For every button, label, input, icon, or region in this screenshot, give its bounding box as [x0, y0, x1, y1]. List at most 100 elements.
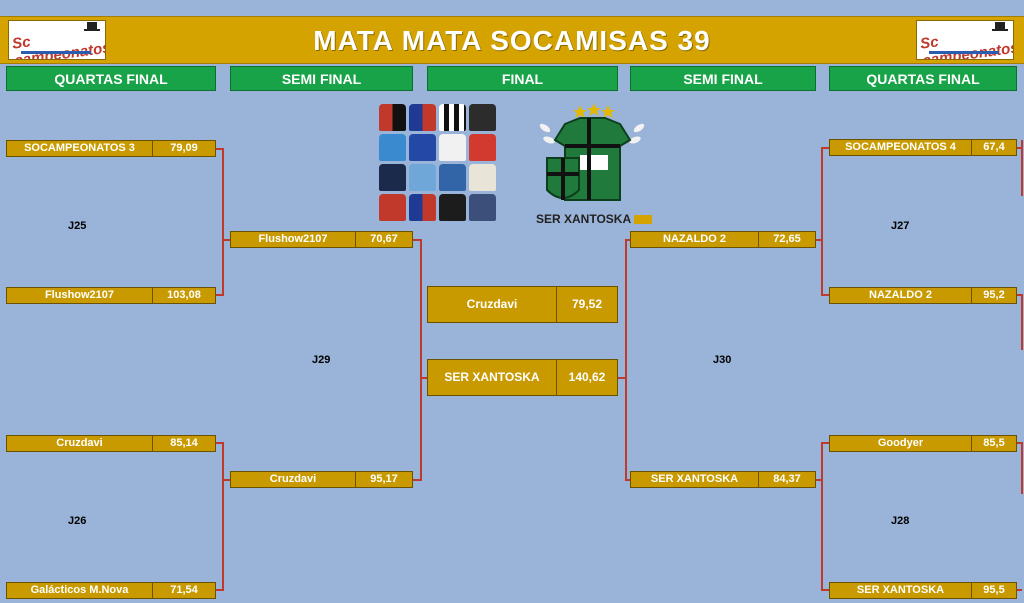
connector-line: [216, 442, 223, 444]
star-icon: [573, 103, 615, 118]
connector-line: [821, 147, 823, 296]
hat-brim: [84, 29, 100, 31]
connector-line: [1021, 294, 1023, 350]
connector-line: [216, 294, 223, 296]
jersey-stripe: [587, 118, 591, 200]
team-name: Flushow2107: [258, 233, 328, 245]
hat-icon: [87, 22, 97, 30]
match-box-rs-2: SER XANTOSKA 84,37: [630, 471, 816, 488]
logo-text: Sc campeonatos: [919, 33, 1014, 60]
match-box-rq-2: NAZALDO 2 95,2: [829, 287, 1017, 304]
title-bar: Sc campeonatos MATA MATA SOCAMISAS 39 Sc…: [0, 16, 1024, 64]
sponsor-label: [580, 155, 608, 170]
match-box-lq-2: Flushow2107 103,08: [6, 287, 216, 304]
jersey-icon: [379, 194, 406, 221]
team-name: SOCAMPEONATOS 4: [845, 141, 956, 153]
connector-line: [625, 479, 630, 481]
connector-line: [413, 479, 421, 481]
team-name: SOCAMPEONATOS 3: [24, 142, 135, 154]
laurel-icon: [539, 123, 645, 144]
connector-line: [1017, 147, 1022, 149]
team-score: 95,17: [355, 472, 412, 487]
jersey-icon: [409, 104, 436, 131]
hat-brim: [992, 29, 1008, 31]
jersey-icon: [469, 194, 496, 221]
connector-line: [625, 239, 627, 481]
team-name: Galácticos M.Nova: [30, 584, 129, 596]
team-name: SER XANTOSKA: [444, 370, 540, 384]
team-score: 70,67: [355, 232, 412, 247]
team-score: 67,4: [971, 140, 1016, 155]
match-box-lq-4: Galácticos M.Nova 71,54: [6, 582, 216, 599]
connector-line: [618, 377, 626, 379]
page-title: MATA MATA SOCAMISAS 39: [313, 25, 711, 56]
team-name: SER XANTOSKA: [856, 584, 945, 596]
team-name: NAZALDO 2: [663, 233, 726, 245]
jersey-icon: [469, 164, 496, 191]
connector-line: [216, 148, 223, 150]
connector-line: [821, 442, 829, 444]
group-label-j30: J30: [713, 354, 732, 366]
jersey-icon: [409, 194, 436, 221]
tab-final: FINAL: [427, 66, 618, 91]
connector-line: [1021, 140, 1023, 196]
connector-line: [420, 377, 427, 379]
jersey-icon: [409, 164, 436, 191]
connector-line: [420, 239, 422, 481]
team-name: Cruzdavi: [466, 297, 518, 311]
champion-name-text: SER XANTOSKA: [536, 212, 632, 226]
connector-line: [821, 147, 829, 149]
match-box-lq-1: SOCAMPEONATOS 3 79,09: [6, 140, 216, 157]
team-name: Cruzdavi: [269, 473, 317, 485]
team-name: Cruzdavi: [56, 437, 103, 449]
team-score: 95,5: [971, 583, 1016, 598]
team-score: 72,65: [758, 232, 815, 247]
jersey-icon: [379, 164, 406, 191]
connector-line: [816, 479, 822, 481]
match-box-rq-3: Goodyer 85,5: [829, 435, 1017, 452]
logo-left: Sc campeonatos: [8, 20, 106, 60]
match-box-final-1: Cruzdavi 79,52: [427, 286, 618, 323]
group-label-j25: J25: [68, 220, 87, 232]
team-score: 79,52: [556, 287, 617, 322]
connector-line: [821, 294, 829, 296]
group-label-j27: J27: [891, 220, 910, 232]
team-score: 140,62: [556, 360, 617, 395]
group-label-j29: J29: [312, 354, 331, 366]
team-name: Flushow2107: [44, 289, 115, 301]
tab-quartas-right: QUARTAS FINAL: [829, 66, 1017, 91]
jersey-icon: [379, 104, 406, 131]
logo-stripe: [21, 51, 91, 54]
connector-line: [222, 442, 224, 591]
connector-line: [1021, 442, 1023, 494]
team-score: 85,14: [152, 436, 215, 451]
hat-icon: [995, 22, 1005, 30]
jersey-icon: [439, 194, 466, 221]
match-box-lq-3: Cruzdavi 85,14: [6, 435, 216, 452]
connector-line: [1017, 589, 1022, 591]
team-score: 71,54: [152, 583, 215, 598]
jersey-stripe: [565, 144, 620, 148]
tab-semi-right: SEMI FINAL: [630, 66, 816, 91]
team-name: NAZALDO 2: [869, 289, 932, 301]
match-box-rq-1: SOCAMPEONATOS 4 67,4: [829, 139, 1017, 156]
jersey-icon: [439, 134, 466, 161]
connector-line: [625, 239, 630, 241]
group-label-j26: J26: [68, 515, 87, 527]
team-name: Goodyer: [877, 437, 924, 449]
connector-line: [222, 239, 230, 241]
jersey-icon: [469, 104, 496, 131]
match-box-rq-4: SER XANTOSKA 95,5: [829, 582, 1017, 599]
connector-line: [1017, 442, 1022, 444]
match-box-ls-2: Cruzdavi 95,17: [230, 471, 413, 488]
connector-line: [816, 239, 822, 241]
connector-line: [216, 589, 223, 591]
team-score: 103,08: [152, 288, 215, 303]
match-box-rs-1: NAZALDO 2 72,65: [630, 231, 816, 248]
connector-line: [222, 479, 230, 481]
champion-badge: [634, 215, 653, 225]
logo-stripe: [929, 51, 999, 54]
connector-line: [821, 442, 823, 591]
team-score: 84,37: [758, 472, 815, 487]
connector-line: [1017, 294, 1022, 296]
